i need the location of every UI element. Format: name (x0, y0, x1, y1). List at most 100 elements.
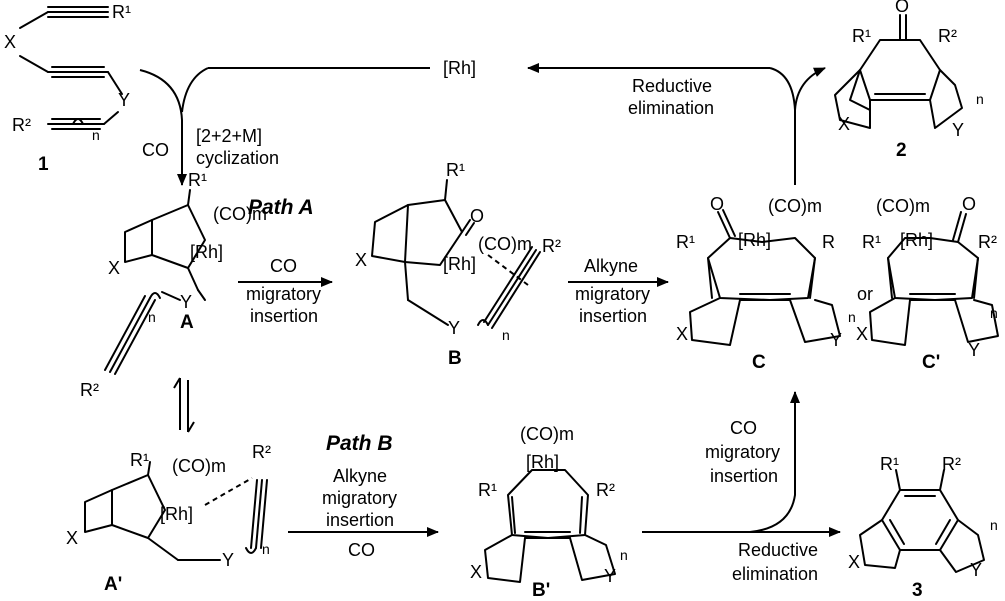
intermediate-c-prime-structure (869, 211, 999, 346)
b-prime-x: X (470, 562, 482, 582)
compound-3-r1: R¹ (880, 454, 899, 474)
intermediate-c-label: C (752, 352, 766, 373)
b-r2: R² (542, 236, 561, 256)
a-com: (CO)m (213, 204, 267, 224)
c-prime-com: (CO)m (876, 196, 930, 216)
intermediate-c-structure (689, 209, 841, 346)
elimination-label-top: elimination (628, 98, 714, 118)
b-prime-r2: R² (596, 480, 615, 500)
compound-3-label: 3 (912, 580, 923, 601)
compound-2-x: X (838, 114, 850, 134)
co-insertion-migratory: migratory (705, 442, 780, 462)
a-prime-n: n (262, 541, 270, 557)
c-prime-r2: R² (978, 232, 997, 252)
c-n: n (848, 309, 856, 325)
compound-2-o: O (895, 0, 909, 16)
c-y: Y (830, 330, 842, 350)
compound-3-n: n (990, 517, 998, 533)
a-prime-y: Y (222, 550, 234, 570)
compound-1-structure (19, 6, 123, 130)
c-prime-r1: R¹ (862, 232, 881, 252)
c-r: R (822, 232, 835, 252)
b-y: Y (448, 318, 460, 338)
b-x: X (355, 250, 367, 270)
cyclization-label-2: cyclization (196, 148, 279, 168)
b-to-c-insertion: insertion (579, 306, 647, 326)
intermediate-a-prime-structure (84, 461, 268, 561)
intermediate-b-prime-structure (484, 469, 616, 583)
a-prime-insertion: insertion (326, 510, 394, 530)
compound-2-r2: R² (938, 26, 957, 46)
reductive-label-bottom: Reductive (738, 540, 818, 560)
path-a-label: Path A (248, 196, 314, 219)
rh-catalyst: [Rh] (443, 58, 476, 78)
a-to-b-insertion: insertion (250, 306, 318, 326)
a-to-b-co: CO (270, 256, 297, 276)
b-prime-com: (CO)m (520, 424, 574, 444)
a-x: X (108, 258, 120, 278)
a-prime-migratory: migratory (322, 488, 397, 508)
intermediate-c-prime-label: C' (922, 352, 940, 373)
c-com: (CO)m (768, 196, 822, 216)
compound-3-y: Y (970, 560, 982, 580)
intermediate-b-prime-label: B' (532, 580, 550, 601)
c-prime-y: Y (968, 340, 980, 360)
b-prime-n: n (620, 547, 628, 563)
b-com: (CO)m (478, 234, 532, 254)
b-rh: [Rh] (443, 254, 476, 274)
a-prime-x: X (66, 528, 78, 548)
a-prime-alkyne: Alkyne (333, 466, 387, 486)
co-insertion-co: CO (730, 418, 757, 438)
c-prime-x: X (856, 324, 868, 344)
intermediate-b-structure (371, 179, 541, 329)
compound-2-r1: R¹ (852, 26, 871, 46)
elimination-label-bottom: elimination (732, 564, 818, 584)
a-prime-r1: R¹ (130, 450, 149, 470)
a-prime-co: CO (348, 540, 375, 560)
b-prime-rh: [Rh] (526, 452, 559, 472)
c-o: O (710, 194, 724, 214)
b-prime-y: Y (604, 566, 616, 586)
compound-1-label: 1 (38, 154, 49, 175)
compound-3-r2: R² (942, 454, 961, 474)
compound-2-label: 2 (896, 140, 907, 161)
release-curve (769, 67, 796, 111)
a-rh: [Rh] (190, 242, 223, 262)
a-r1: R¹ (188, 170, 207, 190)
b-to-c-alkyne: Alkyne (584, 256, 638, 276)
b-to-c-migratory: migratory (575, 284, 650, 304)
a-r2: R² (80, 380, 99, 400)
equilibrium-arrows (173, 377, 195, 433)
c-x: X (676, 324, 688, 344)
product-2-release-arrow (794, 67, 826, 185)
a-y: Y (180, 292, 192, 312)
compound-2-n: n (976, 91, 984, 107)
substrate-entry-arrow (139, 69, 187, 186)
compound-3-structure (859, 469, 985, 573)
rh-return-curve (181, 67, 209, 113)
intermediate-a-label: A (180, 312, 194, 333)
c-r1: R¹ (676, 232, 695, 252)
compound-1-x: X (4, 32, 16, 52)
compound-2-structure (834, 14, 963, 129)
b-r1: R¹ (446, 160, 465, 180)
c-prime-o: O (962, 194, 976, 214)
compound-3-x: X (848, 552, 860, 572)
b-prime-to-c-arrow (749, 391, 800, 533)
intermediate-a-prime-label: A' (104, 574, 122, 595)
compound-1-r1: R¹ (112, 2, 131, 22)
a-prime-r2: R² (252, 442, 271, 462)
a-prime-com: (CO)m (172, 456, 226, 476)
compound-2-y: Y (952, 120, 964, 140)
a-to-b-migratory: migratory (246, 284, 321, 304)
compound-1-n: n (92, 127, 100, 143)
a-n: n (148, 309, 156, 325)
compound-1-y: Y (118, 90, 130, 110)
cyclization-label-1: [2+2+M] (196, 126, 262, 146)
co-insertion-insertion: insertion (710, 466, 778, 486)
intermediate-b-label: B (448, 348, 462, 369)
co-entry-label: CO (142, 140, 169, 160)
reductive-label-top: Reductive (632, 76, 712, 96)
b-o: O (470, 206, 484, 226)
